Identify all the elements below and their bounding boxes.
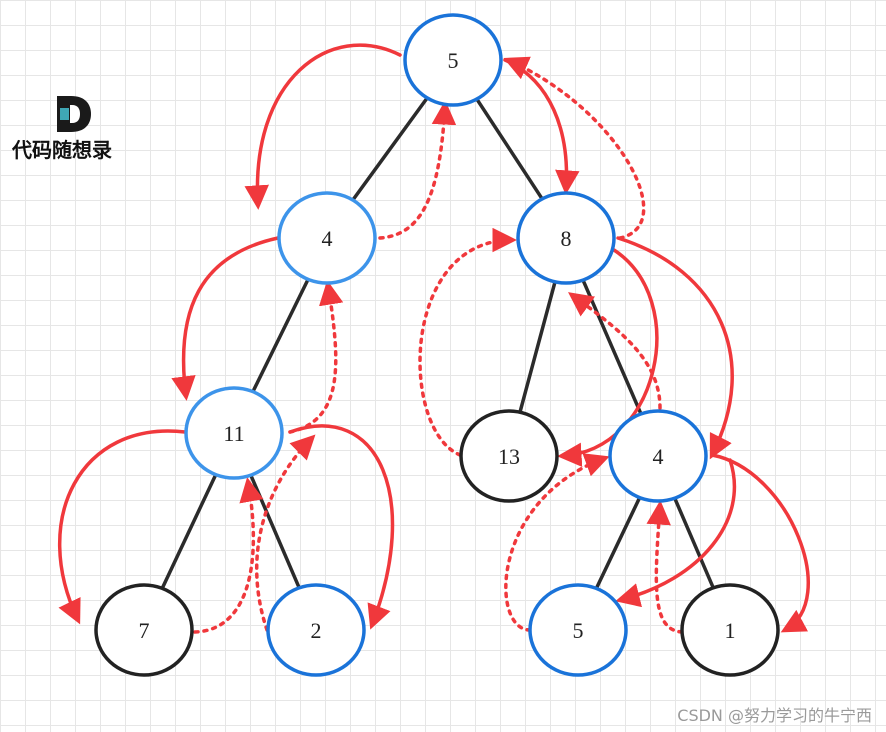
node-label: 4 — [322, 226, 333, 251]
descend-arrow-4-to-11 — [171, 236, 280, 401]
backtrack-arrow-2-to-11 — [254, 434, 316, 632]
descend-arrow-4-to-5 — [615, 458, 737, 608]
tree-node-l: 4 — [277, 191, 377, 285]
descend-arrow-5-to-8 — [503, 58, 580, 195]
edge-root-l — [348, 93, 432, 205]
tree-node-lll: 7 — [94, 583, 194, 677]
tree-node-root: 5 — [403, 13, 503, 107]
descend-arrow-11-to-7 — [57, 429, 187, 625]
tree-node-llr: 2 — [266, 583, 366, 677]
edge-ll-lll — [159, 470, 219, 593]
node-label: 11 — [223, 421, 244, 446]
node-circle — [608, 409, 708, 503]
node-label: 1 — [725, 618, 736, 643]
tree-node-rl: 13 — [459, 409, 559, 503]
node-label: 2 — [311, 618, 322, 643]
logo-text: 代码随想录 — [12, 138, 112, 162]
tree-node-rrr: 1 — [680, 583, 780, 677]
traversal-arrows — [57, 43, 810, 634]
backtrack-arrow-4-to-5 — [378, 100, 457, 240]
node-label: 8 — [561, 226, 572, 251]
logo: 代码随想录 — [12, 96, 134, 164]
backtrack-arrow-11-to-4 — [288, 280, 344, 434]
backtrack-arrow-1-to-4 — [646, 500, 684, 634]
descend-arrow-5-to-4 — [244, 43, 402, 210]
logo-d-icon — [57, 96, 91, 132]
descend-arrow-11-to-2 — [288, 424, 395, 630]
edge-l-ll — [249, 275, 312, 396]
node-circle — [516, 191, 616, 285]
node-circle — [94, 583, 194, 677]
backtrack-arrow-5-to-4 — [504, 453, 610, 632]
node-label: 5 — [573, 618, 584, 643]
node-circle — [277, 191, 377, 285]
edge-root-r — [472, 94, 547, 204]
edge-r-rl — [517, 278, 558, 416]
descend-arrow-8-to-13 — [557, 248, 659, 467]
node-label: 13 — [498, 444, 520, 469]
edge-r-rr — [579, 275, 645, 419]
node-label: 5 — [448, 48, 459, 73]
node-label: 7 — [139, 618, 150, 643]
node-circle — [528, 583, 628, 677]
edge-rr-rrr — [671, 494, 717, 592]
node-circle — [184, 386, 284, 480]
backtrack-arrow-8-to-5 — [503, 56, 646, 240]
backtrack-arrow-4-to-8 — [568, 292, 662, 410]
tree-node-rrl: 5 — [528, 583, 628, 677]
node-circle — [403, 13, 503, 107]
tree-node-r: 8 — [516, 191, 616, 285]
descend-arrow-4-to-1 — [710, 453, 810, 633]
backtrack-arrow-7-to-11 — [193, 477, 264, 634]
tree-nodes: 5 4 8 11 13 4 7 2 5 1 — [94, 13, 780, 677]
edge-rr-rrl — [593, 493, 643, 593]
descend-arrow-8-to-4 — [616, 236, 734, 460]
watermark: CSDN @努力学习的牛宁西 — [677, 706, 872, 725]
node-circle — [680, 583, 780, 677]
tree-node-rr: 4 — [608, 409, 708, 503]
tree-node-ll: 11 — [184, 386, 284, 480]
backtrack-arrow-13-to-8 — [418, 227, 517, 457]
node-label: 4 — [653, 444, 664, 469]
node-circle — [459, 409, 559, 503]
node-circle — [266, 583, 366, 677]
